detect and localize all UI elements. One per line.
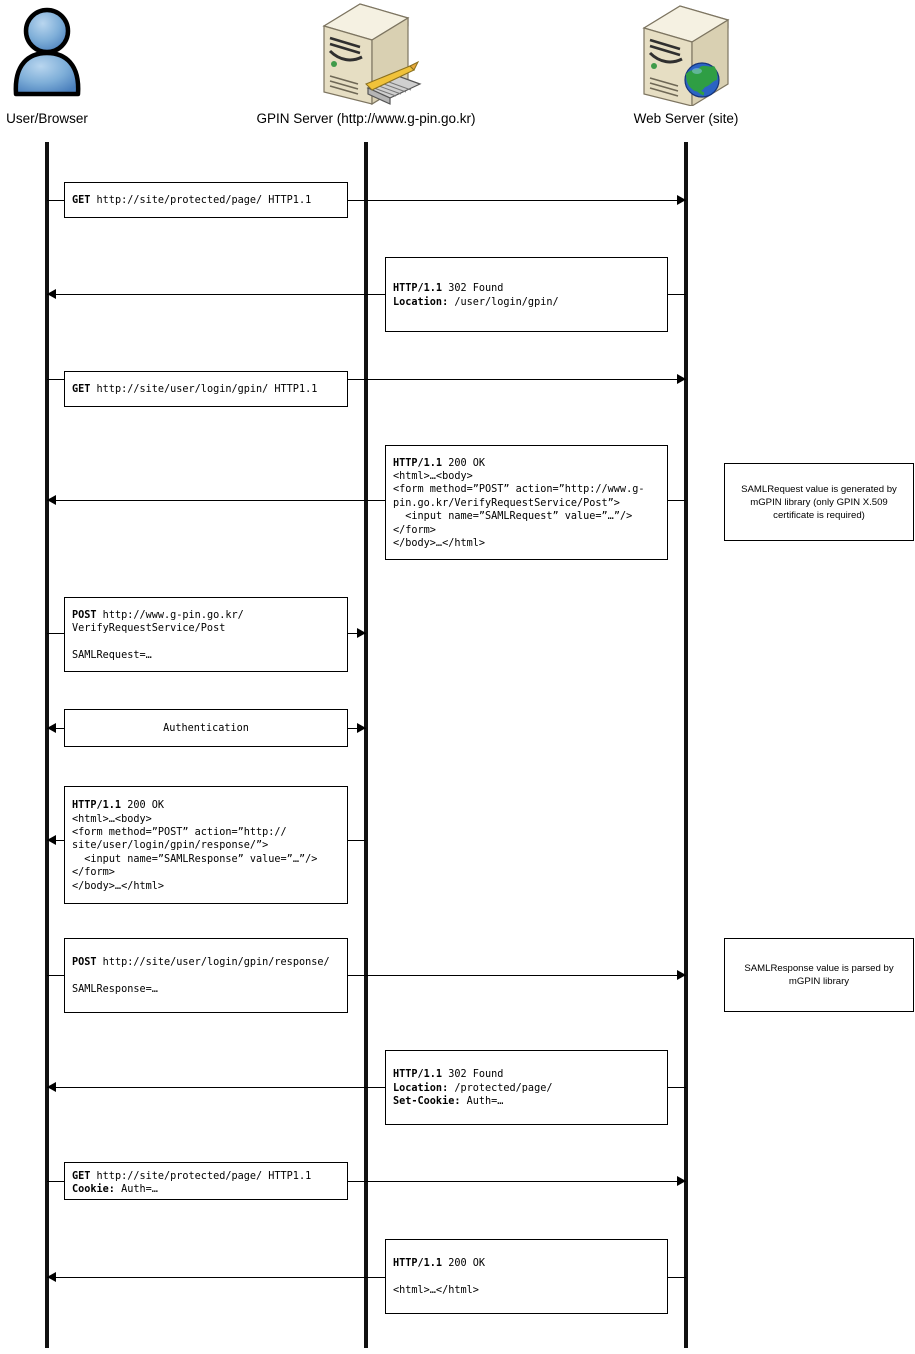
note-text: SAMLResponse value is parsed by mGPIN li… xyxy=(744,963,894,987)
note-text: SAMLRequest value is generated by mGPIN … xyxy=(741,483,897,521)
user-avatar-icon xyxy=(0,2,94,112)
message-text: GET http://site/user/login/gpin/ HTTP1.1 xyxy=(72,384,318,396)
message-text: GET http://site/protected/page/ HTTP1.1 xyxy=(72,195,312,207)
arrowhead-4 xyxy=(47,495,56,505)
message-line-left-3 xyxy=(47,379,64,380)
message-text: HTTP/1.1 302 Found Location: /protected/… xyxy=(393,1069,553,1108)
arrowhead-8 xyxy=(677,970,686,980)
arrowhead-1 xyxy=(677,195,686,205)
message-line-left-2 xyxy=(47,294,385,295)
message-line-right-1 xyxy=(348,200,686,201)
message-text: GET http://site/protected/page/ HTTP1.1 … xyxy=(72,1171,312,1196)
message-line-right-7 xyxy=(348,840,366,841)
message-line-right-8 xyxy=(348,975,686,976)
message-text: HTTP/1.1 302 Found Location: /user/login… xyxy=(393,283,559,308)
message-text: POST http://www.g-pin.go.kr/ VerifyReque… xyxy=(72,609,244,661)
arrowhead-6b xyxy=(47,723,56,733)
arrowhead-9 xyxy=(47,1082,56,1092)
arrowhead-2 xyxy=(47,289,56,299)
message-box-samlresponse-form-page: HTTP/1.1 200 OK <html>…<body> <form meth… xyxy=(64,786,348,904)
note-samlresponse-parsed: SAMLResponse value is parsed by mGPIN li… xyxy=(724,938,914,1012)
message-line-right-3 xyxy=(348,379,686,380)
server-globe-icon xyxy=(586,2,786,112)
message-line-left-9 xyxy=(47,1087,385,1088)
message-box-redirect-with-set-cookie: HTTP/1.1 302 Found Location: /protected/… xyxy=(385,1050,668,1125)
actor-user-label: User/Browser xyxy=(6,111,88,126)
message-box-redirect-to-gpin-login: HTTP/1.1 302 Found Location: /user/login… xyxy=(385,257,668,332)
message-line-right-10 xyxy=(348,1181,686,1182)
message-line-left-1 xyxy=(47,200,64,201)
message-text: POST http://site/user/login/gpin/respons… xyxy=(72,957,330,996)
lifeline-web-server xyxy=(684,142,688,1348)
actor-web-server: Web Server (site) xyxy=(586,2,786,126)
actor-web-server-label: Web Server (site) xyxy=(633,111,739,126)
message-text: Authentication xyxy=(163,723,249,735)
lifeline-user xyxy=(45,142,49,1348)
message-box-get-gpin-login-page: GET http://site/user/login/gpin/ HTTP1.1 xyxy=(64,371,348,407)
message-box-authentication: Authentication xyxy=(64,709,348,747)
message-box-post-samlresponse: POST http://site/user/login/gpin/respons… xyxy=(64,938,348,1013)
actor-gpin-server-label: GPIN Server (http://www.g-pin.go.kr) xyxy=(256,111,476,126)
message-text: HTTP/1.1 200 OK <html>…<body> <form meth… xyxy=(72,800,318,892)
server-tower-icon xyxy=(246,2,486,112)
message-line-left-8 xyxy=(47,975,64,976)
actor-user: User/Browser xyxy=(0,2,94,126)
note-samlrequest-generated: SAMLRequest value is generated by mGPIN … xyxy=(724,463,914,541)
message-line-right-11 xyxy=(668,1277,686,1278)
message-box-get-protected-page-with-cookie: GET http://site/protected/page/ HTTP1.1 … xyxy=(64,1162,348,1200)
message-line-left-11 xyxy=(47,1277,385,1278)
message-text: HTTP/1.1 200 OK <html>…<body> <form meth… xyxy=(393,457,645,550)
message-line-right-9 xyxy=(668,1087,686,1088)
arrowhead-7 xyxy=(47,835,56,845)
message-box-get-protected-page: GET http://site/protected/page/ HTTP1.1 xyxy=(64,182,348,218)
message-line-left-4 xyxy=(47,500,385,501)
message-line-right-4 xyxy=(668,500,686,501)
arrowhead-5 xyxy=(357,628,366,638)
message-line-right-2 xyxy=(668,294,686,295)
message-box-protected-page-ok: HTTP/1.1 200 OK <html>…</html> xyxy=(385,1239,668,1314)
message-box-login-page-with-samlrequest-form: HTTP/1.1 200 OK <html>…<body> <form meth… xyxy=(385,445,668,560)
message-line-left-10 xyxy=(47,1181,64,1182)
lifeline-gpin-server xyxy=(364,142,368,1348)
arrowhead-10 xyxy=(677,1176,686,1186)
message-line-left-5 xyxy=(47,633,64,634)
message-box-post-verifyrequestservice: POST http://www.g-pin.go.kr/ VerifyReque… xyxy=(64,597,348,672)
arrowhead-6a xyxy=(357,723,366,733)
arrowhead-11 xyxy=(47,1272,56,1282)
actor-gpin-server: GPIN Server (http://www.g-pin.go.kr) xyxy=(246,2,486,126)
message-text: HTTP/1.1 200 OK <html>…</html> xyxy=(393,1258,486,1297)
arrowhead-3 xyxy=(677,374,686,384)
